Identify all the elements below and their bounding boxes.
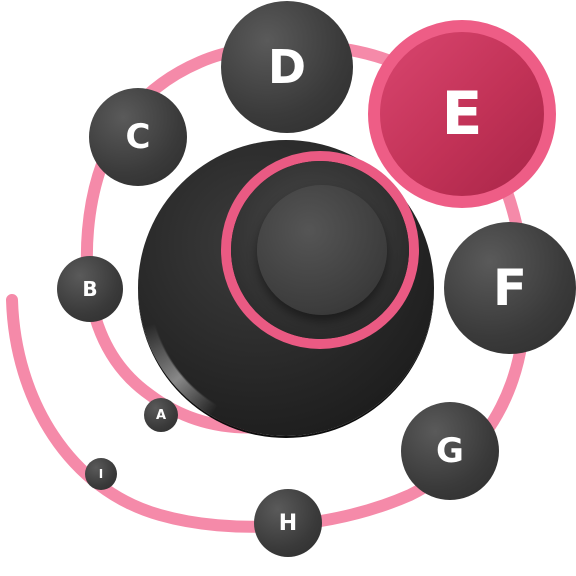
dial-option-a[interactable]: A — [144, 398, 178, 432]
dial-option-i[interactable]: I — [85, 458, 117, 490]
dial-option-label: I — [98, 467, 104, 481]
dial-option-label: H — [278, 510, 298, 536]
knob-grip[interactable] — [257, 185, 387, 315]
dial-option-b[interactable]: B — [57, 256, 123, 322]
dial-option-label: F — [492, 259, 528, 317]
dial-option-h[interactable]: H — [254, 489, 322, 557]
dial-option-g[interactable]: G — [401, 402, 499, 500]
dial-option-f[interactable]: F — [444, 222, 576, 354]
dial-option-label: A — [155, 407, 167, 423]
dial-option-label: B — [82, 277, 98, 301]
dial-option-label: D — [267, 40, 307, 94]
dial-option-e[interactable]: E — [368, 20, 556, 208]
dial-option-label: G — [436, 431, 464, 471]
dial-option-label: E — [441, 79, 483, 149]
dial-option-c[interactable]: C — [89, 88, 187, 186]
dial-option-label: C — [125, 117, 151, 157]
dial-option-d[interactable]: D — [221, 1, 353, 133]
